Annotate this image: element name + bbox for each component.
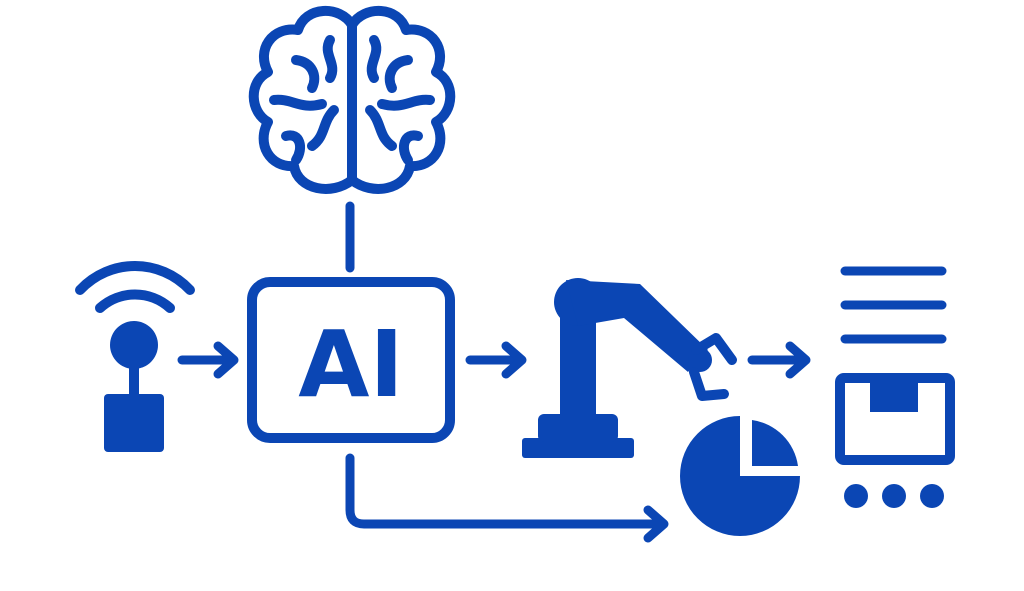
sensor-to-ai-arrow — [177, 341, 239, 379]
ai-chip-box: AI — [247, 277, 455, 443]
robotic-arm-icon — [522, 278, 737, 458]
ai-to-robot-arrow — [465, 341, 527, 379]
ai-label: AI — [298, 311, 403, 418]
package-conveyor-icon — [835, 266, 955, 508]
brain-icon — [248, 6, 456, 194]
ai-to-analytics-arrow — [345, 453, 669, 543]
robot-to-product-arrow — [747, 341, 811, 379]
wireless-sensor-icon — [75, 261, 195, 452]
pie-chart-icon — [680, 416, 800, 536]
